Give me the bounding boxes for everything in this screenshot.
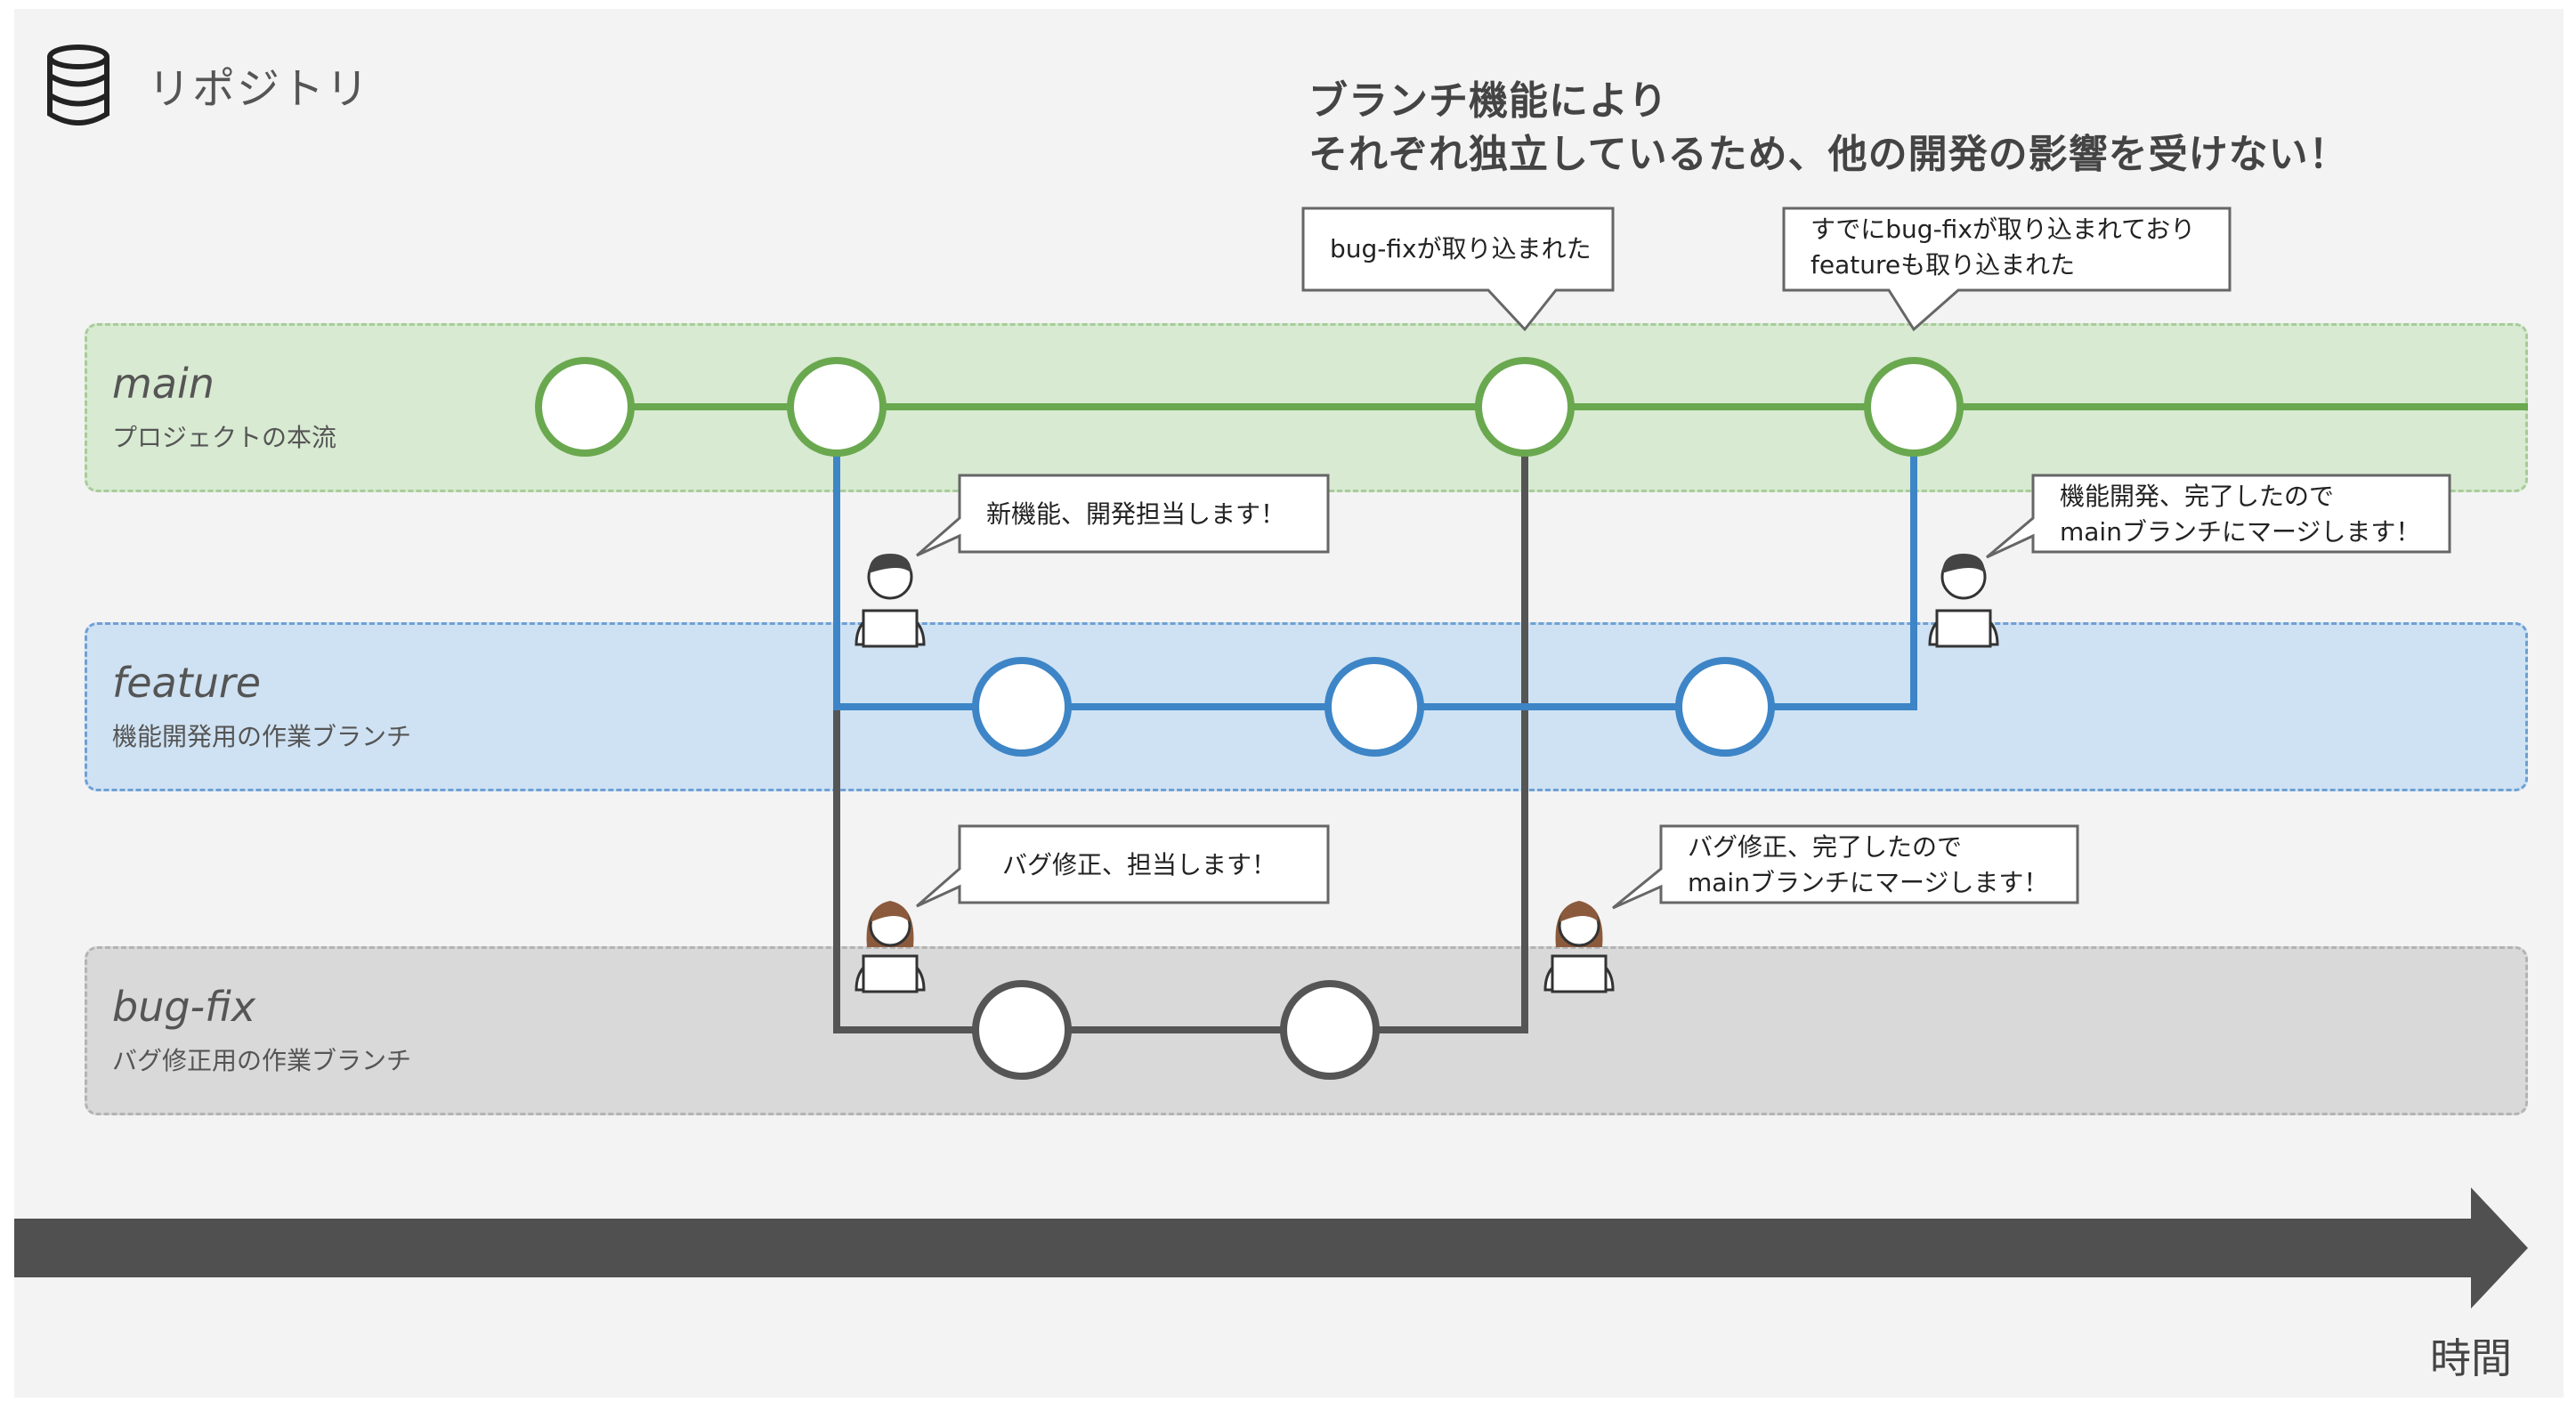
- callout-bugfix-done-text: バグ修正、完了したので mainブランチにマージします！: [1688, 832, 2049, 897]
- bugfix-commit-1: [972, 980, 1072, 1080]
- feature-commit-3: [1675, 657, 1775, 757]
- feature-commit-2: [1324, 657, 1424, 757]
- timeline-label: 時間: [2430, 1334, 2512, 1382]
- developer-male-icon: [1928, 554, 1999, 648]
- bugfix-commit-2: [1280, 980, 1380, 1080]
- lane-bugfix-description: バグ修正用の作業ブランチ: [112, 1046, 412, 1075]
- headline: ブランチ機能により それぞれ独立しているため、他の開発の影響を受けない！: [1308, 78, 2349, 177]
- lane-feature-description: 機能開発用の作業ブランチ: [112, 722, 412, 751]
- developer-male-icon: [855, 554, 926, 648]
- main-commit-3: [1475, 357, 1575, 457]
- callout-bugfix-merged-box: [1301, 207, 1615, 332]
- callout-feature-merged-text: すでにbug-fixが取り込まれており featureも取り込まれた: [1810, 215, 2196, 280]
- callout-feature-done-text: 機能開発、完了したので mainブランチにマージします！: [2060, 482, 2421, 547]
- lane-main-description: プロジェクトの本流: [112, 423, 337, 452]
- callout-bugfix-done-box: [1612, 824, 2079, 910]
- bugfix-branch-line: [833, 445, 1528, 1033]
- main-commit-1: [535, 357, 635, 457]
- lane-bugfix: bug-fix バグ修正用の作業ブランチ: [85, 946, 2528, 1115]
- callout-bugfix-merged-text: bug-fixが取り込まれた: [1330, 234, 1592, 263]
- lane-feature-name: feature: [112, 659, 262, 707]
- callout-feature-merged-box: [1782, 207, 2232, 332]
- callout-feature-start-text: 新機能、開発担当します！: [986, 499, 1286, 529]
- callout-feature-done-box: [1986, 474, 2451, 559]
- callout-bugfix-start-text: バグ修正、担当します！: [1002, 850, 1277, 879]
- developer-female-icon: [855, 901, 926, 993]
- lane-bugfix-name: bug-fix: [112, 983, 256, 1031]
- callout-bugfix-start-box: [916, 824, 1330, 908]
- feature-commit-1: [972, 657, 1072, 757]
- callout-feature-start-box: [916, 474, 1330, 557]
- lane-main-name: main: [112, 360, 215, 408]
- developer-female-icon: [1543, 901, 1615, 993]
- main-commit-4: [1864, 357, 1964, 457]
- repository-label: リポジトリ: [148, 64, 371, 114]
- database-icon: [47, 45, 109, 126]
- timeline-arrow: [14, 1187, 2528, 1309]
- main-commit-2: [787, 357, 887, 457]
